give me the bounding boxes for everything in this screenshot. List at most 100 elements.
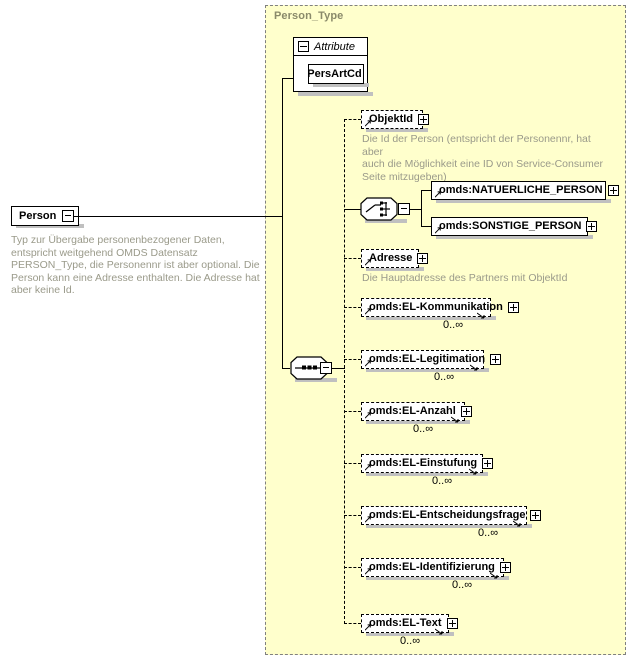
element-el-entscheidungsfrage[interactable]: omds:EL-Entscheidungsfrage — [361, 506, 542, 527]
entscheidungsfrage-shadow — [366, 524, 532, 528]
element-el-legitimation[interactable]: omds:EL-Legitimation — [361, 350, 502, 371]
element-el-legitimation-label: omds:EL-Legitimation — [369, 353, 486, 365]
objektid-shadow — [366, 128, 428, 132]
choice-to-natuerliche-line — [421, 190, 431, 191]
plus-icon[interactable] — [446, 618, 458, 629]
kommunikation-shadow — [366, 316, 496, 320]
element-ref-arrow-icon — [365, 412, 371, 419]
element-el-anzahl-label: omds:EL-Anzahl — [369, 405, 456, 417]
plus-icon[interactable] — [418, 114, 430, 125]
element-natuerliche-person[interactable]: omds:NATUERLICHE_PERSON — [431, 181, 619, 200]
element-natuerliche-person-label: omds:NATUERLICHE_PERSON — [439, 184, 603, 196]
person-annotation: Typ zur Übergabe personenbezogener Daten… — [11, 234, 260, 296]
plus-icon[interactable] — [607, 185, 619, 196]
element-ref-arrow-icon — [365, 259, 371, 266]
root-element-person-label: Person — [19, 209, 57, 222]
plus-icon[interactable] — [460, 406, 472, 417]
element-objektid-label: ObjektId — [369, 113, 414, 125]
person-trunk-line — [74, 216, 282, 217]
occurrence-arrow-icon — [490, 572, 498, 579]
person-box-shadow — [16, 224, 84, 228]
adresse-shadow — [366, 267, 424, 271]
cardinality-el-entscheidungsfrage: 0..∞ — [478, 527, 499, 539]
occurrence-arrow-icon — [513, 520, 521, 527]
element-ref-arrow-icon — [365, 516, 371, 523]
element-objektid[interactable]: ObjektId — [361, 110, 430, 129]
element-el-identifizierung[interactable]: omds:EL-Identifizierung — [361, 558, 511, 579]
sequence-to-spine-line — [332, 368, 345, 369]
children-dashed-spine — [344, 119, 345, 624]
cardinality-el-einstufung: 0..∞ — [432, 475, 453, 487]
element-ref-arrow-icon — [365, 360, 371, 367]
legitimation-shadow — [366, 368, 489, 372]
element-el-einstufung-label: omds:EL-Einstufung — [369, 457, 478, 469]
sequence-compositor[interactable] — [290, 356, 335, 380]
element-el-entscheidungsfrage-label: omds:EL-Entscheidungsfrage — [369, 509, 526, 521]
plus-icon[interactable] — [490, 354, 502, 365]
cardinality-el-anzahl: 0..∞ — [413, 423, 434, 435]
element-adresse[interactable]: Adresse — [361, 249, 429, 268]
occurrence-arrow-icon — [435, 628, 443, 635]
identifizierung-shadow — [366, 576, 509, 580]
plus-icon[interactable] — [499, 562, 511, 573]
minus-icon[interactable] — [298, 41, 309, 52]
sequence-branch-line — [282, 368, 290, 369]
anzahl-shadow — [366, 420, 470, 424]
cardinality-el-text: 0..∞ — [400, 635, 421, 647]
element-ref-arrow-icon — [365, 464, 371, 471]
choice-collapse-toggle[interactable] — [398, 203, 410, 215]
sonstige-person-shadow — [436, 235, 593, 239]
natuerliche-person-shadow — [436, 199, 611, 203]
element-ref-arrow-icon — [365, 568, 371, 575]
choice-fan-vertical — [421, 190, 422, 226]
spine-to-einstufung-line — [344, 463, 361, 464]
attribute-group-label: Attribute — [314, 40, 355, 53]
choice-compositor[interactable] — [360, 197, 405, 221]
attribute-branch-line — [282, 78, 294, 79]
element-adresse-label: Adresse — [369, 252, 413, 264]
plus-icon[interactable] — [417, 253, 429, 264]
einstufung-shadow — [366, 472, 488, 476]
element-el-anzahl[interactable]: omds:EL-Anzahl — [361, 402, 472, 423]
spine-to-identifizierung-line — [344, 567, 361, 568]
main-trunk-vertical — [282, 78, 283, 368]
plus-icon[interactable] — [482, 458, 494, 469]
person-collapse-toggle[interactable] — [62, 210, 74, 222]
cardinality-el-identifizierung: 0..∞ — [452, 579, 473, 591]
element-ref-arrow-icon — [365, 308, 371, 315]
element-adresse-annotation: Die Hauptadresse des Partners mit Objekt… — [362, 272, 568, 284]
element-el-identifizierung-label: omds:EL-Identifizierung — [369, 561, 495, 573]
element-el-einstufung[interactable]: omds:EL-Einstufung — [361, 454, 494, 475]
text-shadow — [366, 632, 454, 636]
sequence-collapse-toggle[interactable] — [320, 362, 332, 374]
choice-to-sonstige-line — [421, 226, 431, 227]
element-ref-arrow-icon — [435, 191, 441, 198]
person-type-frame — [265, 5, 626, 655]
spine-to-adresse-line — [344, 258, 361, 259]
sequence-compositor-shadow — [295, 378, 337, 382]
spine-to-anzahl-line — [344, 411, 361, 412]
spine-to-text-line — [344, 623, 361, 624]
element-el-text-label: omds:EL-Text — [369, 617, 442, 629]
spine-to-objektid-line — [344, 119, 361, 120]
element-el-kommunikation-label: omds:EL-Kommunikation — [369, 301, 503, 313]
occurrence-arrow-icon — [469, 468, 477, 475]
plus-icon[interactable] — [530, 510, 542, 521]
spine-to-legitimation-line — [344, 359, 361, 360]
element-sonstige-person-label: omds:SONSTIGE_PERSON — [439, 220, 582, 232]
element-ref-arrow-icon — [365, 624, 371, 631]
element-el-kommunikation[interactable]: omds:EL-Kommunikation — [361, 298, 519, 319]
element-ref-arrow-icon — [365, 120, 371, 127]
plus-icon[interactable] — [586, 221, 598, 232]
spine-to-choice-line — [344, 209, 362, 210]
plus-icon[interactable] — [507, 302, 519, 313]
attribute-persartcd-label: PersArtCd — [307, 67, 362, 80]
attribute-group-shadow — [298, 92, 373, 96]
attribute-persartcd[interactable]: PersArtCd — [307, 64, 364, 84]
spine-to-entscheidungsfrage-line — [344, 515, 361, 516]
element-el-text[interactable]: omds:EL-Text — [361, 614, 458, 635]
occurrence-arrow-icon — [451, 416, 459, 423]
element-sonstige-person[interactable]: omds:SONSTIGE_PERSON — [431, 217, 598, 236]
cardinality-el-kommunikation: 0..∞ — [443, 319, 464, 331]
attribute-group-header[interactable]: Attribute — [293, 37, 368, 56]
